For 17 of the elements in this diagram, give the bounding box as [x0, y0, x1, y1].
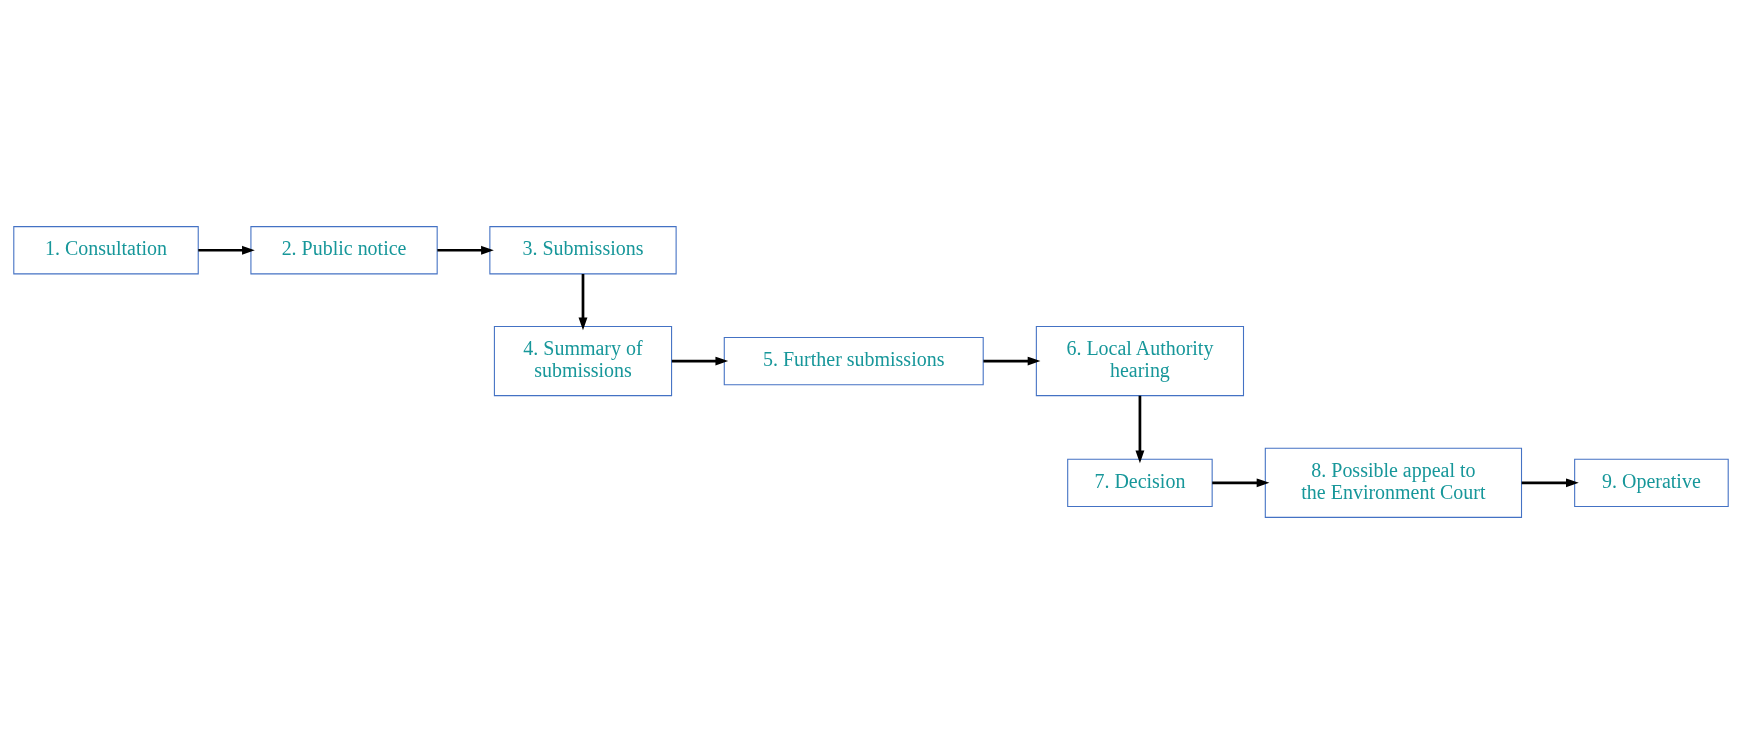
arrow [437, 245, 494, 255]
node-box: 3. Submissions [489, 225, 677, 274]
node-box: 1. Consultation [13, 225, 199, 274]
node-box: 9. Operative [1574, 458, 1729, 507]
arrow [671, 356, 729, 366]
node-box: 8. Possible appeal to the Environment Court [1264, 447, 1523, 518]
node-box: 7. Decision [1067, 458, 1213, 507]
arrow [1521, 477, 1579, 487]
node-box: 2. Public notice [250, 225, 438, 274]
arrow [1135, 395, 1145, 463]
node-box: 6. Local Authority hearing [1035, 325, 1245, 396]
arrow [1212, 477, 1270, 487]
node-box: 4. Summary of submissions [493, 325, 673, 396]
arrow [578, 273, 588, 330]
node-box: 5. Further submissions [723, 336, 984, 385]
arrow [983, 356, 1041, 366]
arrow [198, 245, 255, 255]
